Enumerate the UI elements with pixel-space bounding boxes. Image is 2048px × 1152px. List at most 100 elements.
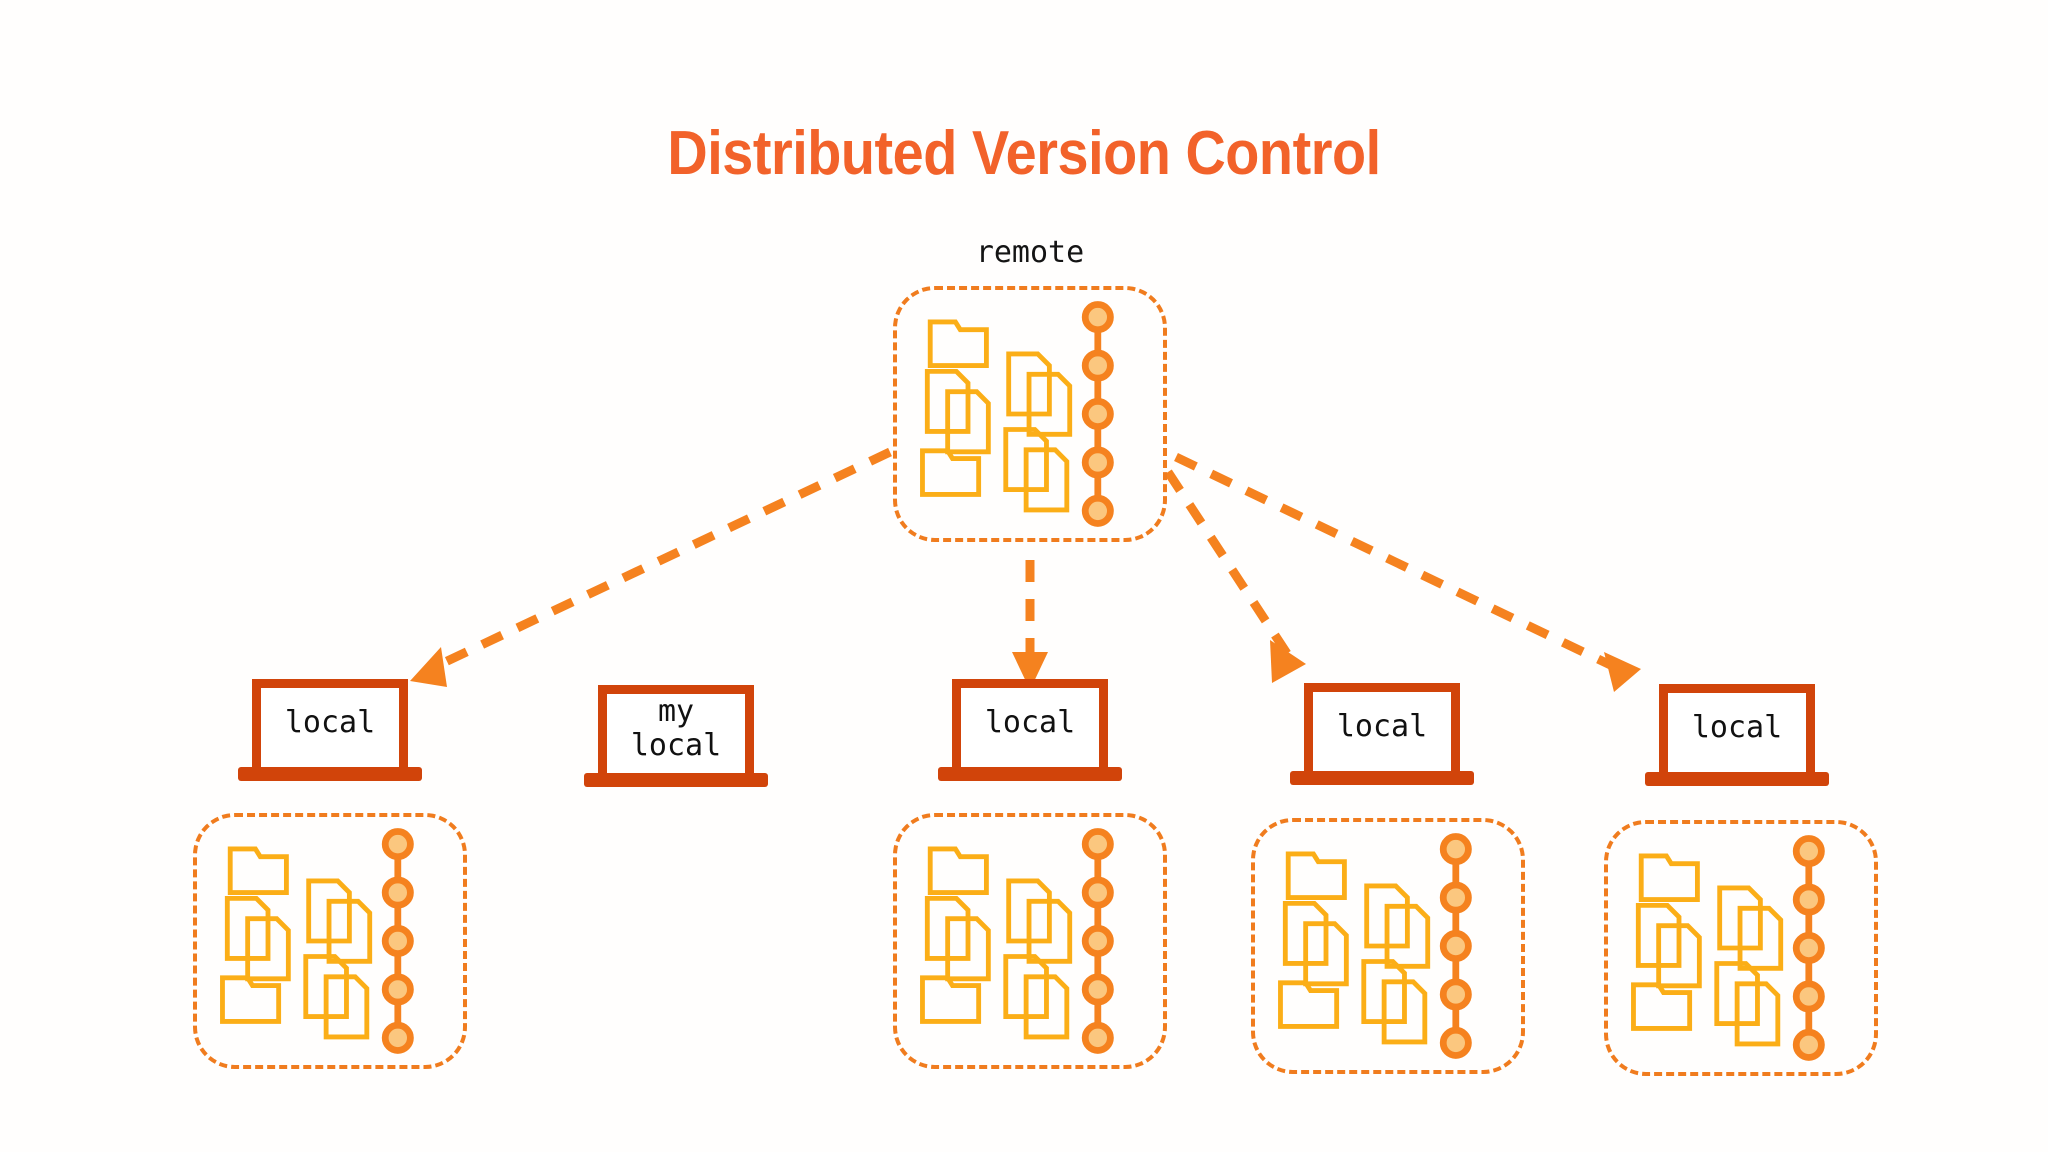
commit-node xyxy=(1081,828,1114,861)
repo-contents xyxy=(920,828,1114,1054)
laptop-label: local xyxy=(1336,709,1428,745)
arrow-remote-to-laptop-4 xyxy=(1164,469,1292,658)
folder-icon xyxy=(920,448,982,497)
laptop-base xyxy=(238,767,422,781)
laptop-label: local xyxy=(984,705,1076,741)
commit-node xyxy=(1081,876,1114,909)
commit-node xyxy=(381,973,414,1006)
file-icon xyxy=(1023,447,1070,513)
laptop-screen xyxy=(952,679,1108,767)
file-icon xyxy=(1384,903,1431,969)
file-icon xyxy=(245,916,291,982)
laptop-screen xyxy=(1659,684,1815,772)
folder-icon xyxy=(220,975,282,1024)
commit-node xyxy=(1792,835,1825,868)
file-icon xyxy=(224,895,271,961)
file-icon xyxy=(945,916,991,982)
laptop-screen xyxy=(1304,683,1460,771)
commit-node xyxy=(1081,925,1114,957)
file-icon xyxy=(323,974,370,1040)
commit-node xyxy=(1081,398,1114,430)
local-repository-1[interactable] xyxy=(193,813,467,1069)
file-icon xyxy=(1003,427,1049,492)
commit-node xyxy=(1081,301,1114,334)
file-icon xyxy=(1364,883,1410,949)
commit-node xyxy=(1792,932,1825,964)
laptop-base xyxy=(1645,772,1829,786)
folder-icon xyxy=(927,846,989,895)
file-icon xyxy=(1303,921,1349,987)
commit-node xyxy=(1081,973,1114,1006)
laptop-screen xyxy=(252,679,408,767)
file-icon xyxy=(1717,885,1763,951)
file-icon xyxy=(1006,351,1052,417)
file-icon xyxy=(1737,905,1784,971)
file-icon xyxy=(1734,981,1781,1047)
commit-node xyxy=(1439,978,1472,1011)
remote-label: remote xyxy=(975,235,1085,270)
laptop-label: my local xyxy=(630,694,722,763)
remote-repository[interactable] xyxy=(893,286,1167,542)
folder-icon xyxy=(1631,982,1693,1031)
commit-node xyxy=(381,1021,414,1054)
folder-icon xyxy=(1638,853,1700,902)
commit-chain xyxy=(1439,833,1472,1059)
commit-node xyxy=(1439,1026,1472,1059)
commit-node xyxy=(1439,930,1472,962)
repo-contents xyxy=(1278,833,1472,1059)
local-repository-4[interactable] xyxy=(1251,818,1525,1074)
repo-contents xyxy=(920,301,1114,527)
folder-icon xyxy=(1278,980,1340,1029)
commit-node xyxy=(1439,833,1472,866)
arrowhead-laptop-4 xyxy=(1270,640,1306,683)
folder-icon xyxy=(920,975,982,1024)
commit-node xyxy=(1081,494,1114,527)
commit-node xyxy=(1792,883,1825,916)
folder-icon xyxy=(227,846,289,895)
file-icon xyxy=(1006,878,1052,944)
commit-node xyxy=(1081,349,1114,382)
commit-node xyxy=(381,925,414,957)
file-icon xyxy=(924,895,971,961)
repo-contents xyxy=(220,828,414,1054)
commit-chain xyxy=(1081,828,1114,1054)
file-icon xyxy=(1003,954,1049,1019)
file-icon xyxy=(1714,961,1760,1026)
arrow-remote-to-laptop-1 xyxy=(441,447,892,668)
laptop-screen xyxy=(598,685,754,773)
commit-chain xyxy=(381,828,414,1054)
page-title: Distributed Version Control xyxy=(667,119,1381,188)
arrowhead-laptop-3 xyxy=(1012,652,1048,690)
file-icon xyxy=(326,898,373,964)
arrowhead-laptop-5 xyxy=(1604,652,1641,692)
file-icon xyxy=(306,878,352,944)
laptop-base xyxy=(938,767,1122,781)
folder-icon xyxy=(927,319,989,368)
laptop-label: local xyxy=(284,705,376,741)
file-icon xyxy=(924,368,971,434)
file-icon xyxy=(1361,959,1407,1024)
local-repository-5[interactable] xyxy=(1604,820,1878,1076)
arrow-remote-to-laptop-5 xyxy=(1174,452,1627,677)
repo-contents xyxy=(1631,835,1825,1061)
commit-node xyxy=(1792,1028,1825,1061)
file-icon xyxy=(303,954,349,1019)
commit-node xyxy=(1081,446,1114,479)
file-icon xyxy=(1282,900,1329,966)
arrowhead-laptop-1 xyxy=(410,647,447,687)
file-icon xyxy=(1026,898,1073,964)
laptop-base xyxy=(584,773,768,787)
commit-node xyxy=(381,876,414,909)
file-icon xyxy=(1023,974,1070,1040)
file-icon xyxy=(1381,979,1428,1045)
file-icon xyxy=(945,389,991,455)
commit-chain xyxy=(1081,301,1114,527)
commit-chain xyxy=(1792,835,1825,1061)
folder-icon xyxy=(1285,851,1347,900)
laptop-base xyxy=(1290,771,1474,785)
laptop-label: local xyxy=(1691,710,1783,746)
local-repository-3[interactable] xyxy=(893,813,1167,1069)
file-icon xyxy=(1635,902,1682,968)
commit-node xyxy=(1792,980,1825,1013)
